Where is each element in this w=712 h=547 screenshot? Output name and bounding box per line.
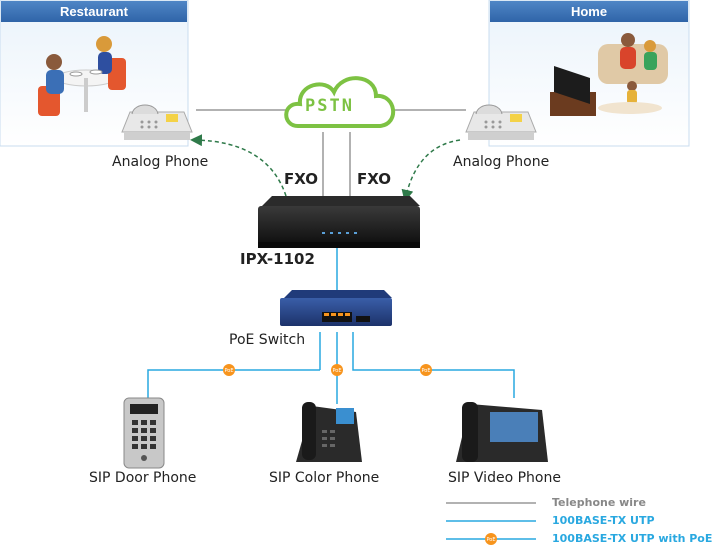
telephone-wires — [196, 109, 466, 196]
legend-telephone-label: Telephone wire — [552, 496, 646, 509]
sip-door-label: SIP Door Phone — [89, 470, 197, 486]
home-scene — [550, 33, 668, 116]
legend-poe-label: 100BASE-TX UTP with PoE — [552, 532, 712, 545]
sip-color-label: SIP Color Phone — [269, 470, 380, 486]
restaurant-scene — [38, 36, 126, 116]
legend: PoE — [446, 502, 536, 545]
signal-arrows — [190, 134, 461, 202]
analog-phone-right-label: Analog Phone — [453, 154, 550, 170]
analog-phone-icon — [465, 104, 537, 140]
analog-phone-left-label: Analog Phone — [112, 154, 209, 170]
svg-text:PoE: PoE — [421, 368, 430, 374]
pstn-label: PSTN — [305, 96, 354, 116]
switch-label: PoE Switch — [229, 332, 306, 348]
device-label: IPX-1102 — [240, 250, 315, 268]
poe-switch-icon — [280, 290, 392, 326]
sip-video-label: SIP Video Phone — [448, 470, 561, 486]
poe-badge: PoE — [331, 364, 343, 376]
svg-text:PoE: PoE — [332, 368, 341, 374]
utp-lines — [147, 248, 515, 404]
home-panel — [488, 0, 690, 147]
door-phone-icon — [123, 397, 165, 469]
panel-title-home: Home — [490, 1, 688, 22]
panel-title-restaurant: Restaurant — [1, 1, 187, 22]
fxo-right-label: FXO — [357, 170, 392, 188]
legend-poe-badge-label: PoE — [486, 537, 495, 543]
pstn-cloud-icon — [284, 76, 396, 128]
poe-badge: PoE — [420, 364, 432, 376]
analog-phone-icon — [121, 104, 193, 140]
fxo-left-label: FXO — [284, 170, 319, 188]
ipx-device-icon — [258, 196, 420, 248]
color-phone-icon — [296, 402, 362, 462]
svg-text:PoE: PoE — [224, 368, 233, 374]
legend-utp-label: 100BASE-TX UTP — [552, 514, 655, 527]
poe-badges: PoE PoE PoE — [223, 364, 432, 376]
video-phone-icon — [456, 402, 548, 462]
poe-badge: PoE — [223, 364, 235, 376]
restaurant-panel — [0, 0, 189, 147]
legend-poe-badge — [485, 533, 497, 545]
